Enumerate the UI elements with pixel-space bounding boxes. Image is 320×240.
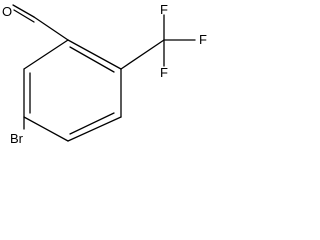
fluorine-top-label: F (160, 2, 168, 17)
ring-to-cf3-carbon-bond (120, 39, 165, 70)
ring-inner-double-bond-top-right (69, 46, 115, 73)
aldehyde-group: O (2, 4, 69, 41)
ring-bond-upper-left-to-top (23, 39, 69, 70)
ring-inner-double-bond-lower-right (69, 112, 115, 135)
fluorine-bottom-label: F (160, 65, 168, 80)
trifluoromethyl-group: F F F (120, 2, 207, 80)
ring-bond-lower-right-to-bottom (67, 116, 122, 142)
bromine-label: Br (10, 131, 24, 146)
bromine-substituent: Br (10, 116, 25, 146)
ring-bond-top-to-upper-right (67, 39, 122, 70)
oxygen-label: O (2, 4, 12, 19)
fluorine-right-label: F (199, 32, 207, 47)
benzene-ring (23, 39, 122, 142)
aldehyde-carbon-to-ring-bond (33, 16, 69, 41)
carbonyl-double-bond-outer (12, 4, 35, 18)
chemical-structure-diagram: O F F F Br (2, 2, 207, 146)
ring-bond-bottom-to-lower-left (23, 116, 69, 142)
carbonyl-double-bond-inner (13, 9, 35, 23)
